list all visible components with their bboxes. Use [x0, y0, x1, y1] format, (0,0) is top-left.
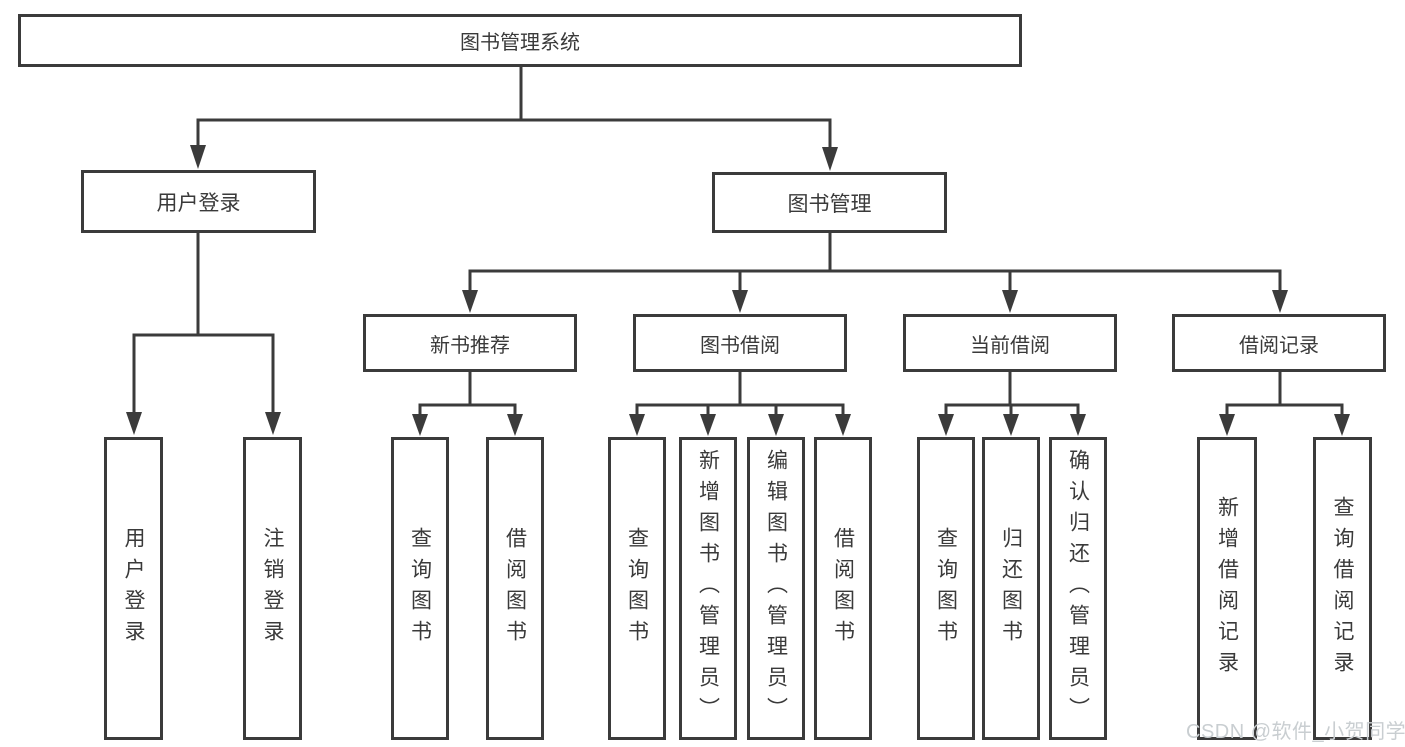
node-label: 图书管理 [787, 192, 872, 216]
node-label: 图书管理系统 [460, 32, 580, 54]
leaf-label: 注销登录 [261, 526, 284, 651]
node-new-book-recommend: 新书推荐 [363, 314, 577, 372]
leaf-label: 借阅图书 [831, 526, 855, 651]
leaf-query-books-current: 查询图书 [917, 437, 975, 740]
leaf-query-books-borrow: 查询图书 [608, 437, 666, 740]
csdn-watermark: CSDN @软件_小贺同学 [1186, 721, 1405, 743]
node-borrow-records: 借阅记录 [1172, 314, 1386, 372]
leaf-label: 借阅图书 [503, 526, 527, 651]
leaf-logout: 注销登录 [243, 437, 302, 740]
leaf-borrow-books-newbook: 借阅图书 [486, 437, 544, 740]
leaf-borrow-books-borrow: 借阅图书 [814, 437, 872, 740]
leaf-label: 查询图书 [934, 526, 958, 651]
leaf-label: 编辑图书（管理员） [764, 449, 788, 728]
node-book-management: 图书管理 [712, 172, 947, 233]
leaf-label: 新增借阅记录 [1215, 495, 1239, 682]
leaf-label: 查询图书 [408, 526, 432, 651]
leaf-label: 查询图书 [625, 526, 649, 651]
leaf-label: 归还图书 [999, 526, 1023, 651]
node-user-login: 用户登录 [81, 170, 316, 233]
node-label: 图书借阅 [700, 334, 780, 357]
leaf-label: 确认归还（管理员） [1066, 449, 1090, 728]
leaf-edit-books-admin: 编辑图书（管理员） [747, 437, 805, 740]
leaf-label: 用户登录 [122, 526, 145, 651]
leaf-return-books: 归还图书 [982, 437, 1040, 740]
node-book-borrow: 图书借阅 [633, 314, 847, 372]
leaf-query-books-newbook: 查询图书 [391, 437, 449, 740]
leaf-user-login: 用户登录 [104, 437, 163, 740]
node-label: 借阅记录 [1239, 334, 1319, 357]
node-label: 新书推荐 [430, 334, 510, 357]
node-label: 用户登录 [156, 191, 241, 215]
leaf-query-borrow-record: 查询借阅记录 [1313, 437, 1372, 740]
leaf-add-books-admin: 新增图书（管理员） [679, 437, 737, 740]
leaf-add-borrow-record: 新增借阅记录 [1197, 437, 1257, 740]
leaf-label: 查询借阅记录 [1331, 495, 1354, 682]
leaf-confirm-return-admin: 确认归还（管理员） [1049, 437, 1107, 740]
leaf-label: 新增图书（管理员） [696, 449, 720, 728]
node-label: 当前借阅 [970, 334, 1050, 357]
node-current-borrow: 当前借阅 [903, 314, 1117, 372]
node-library-management-system: 图书管理系统 [18, 14, 1022, 67]
